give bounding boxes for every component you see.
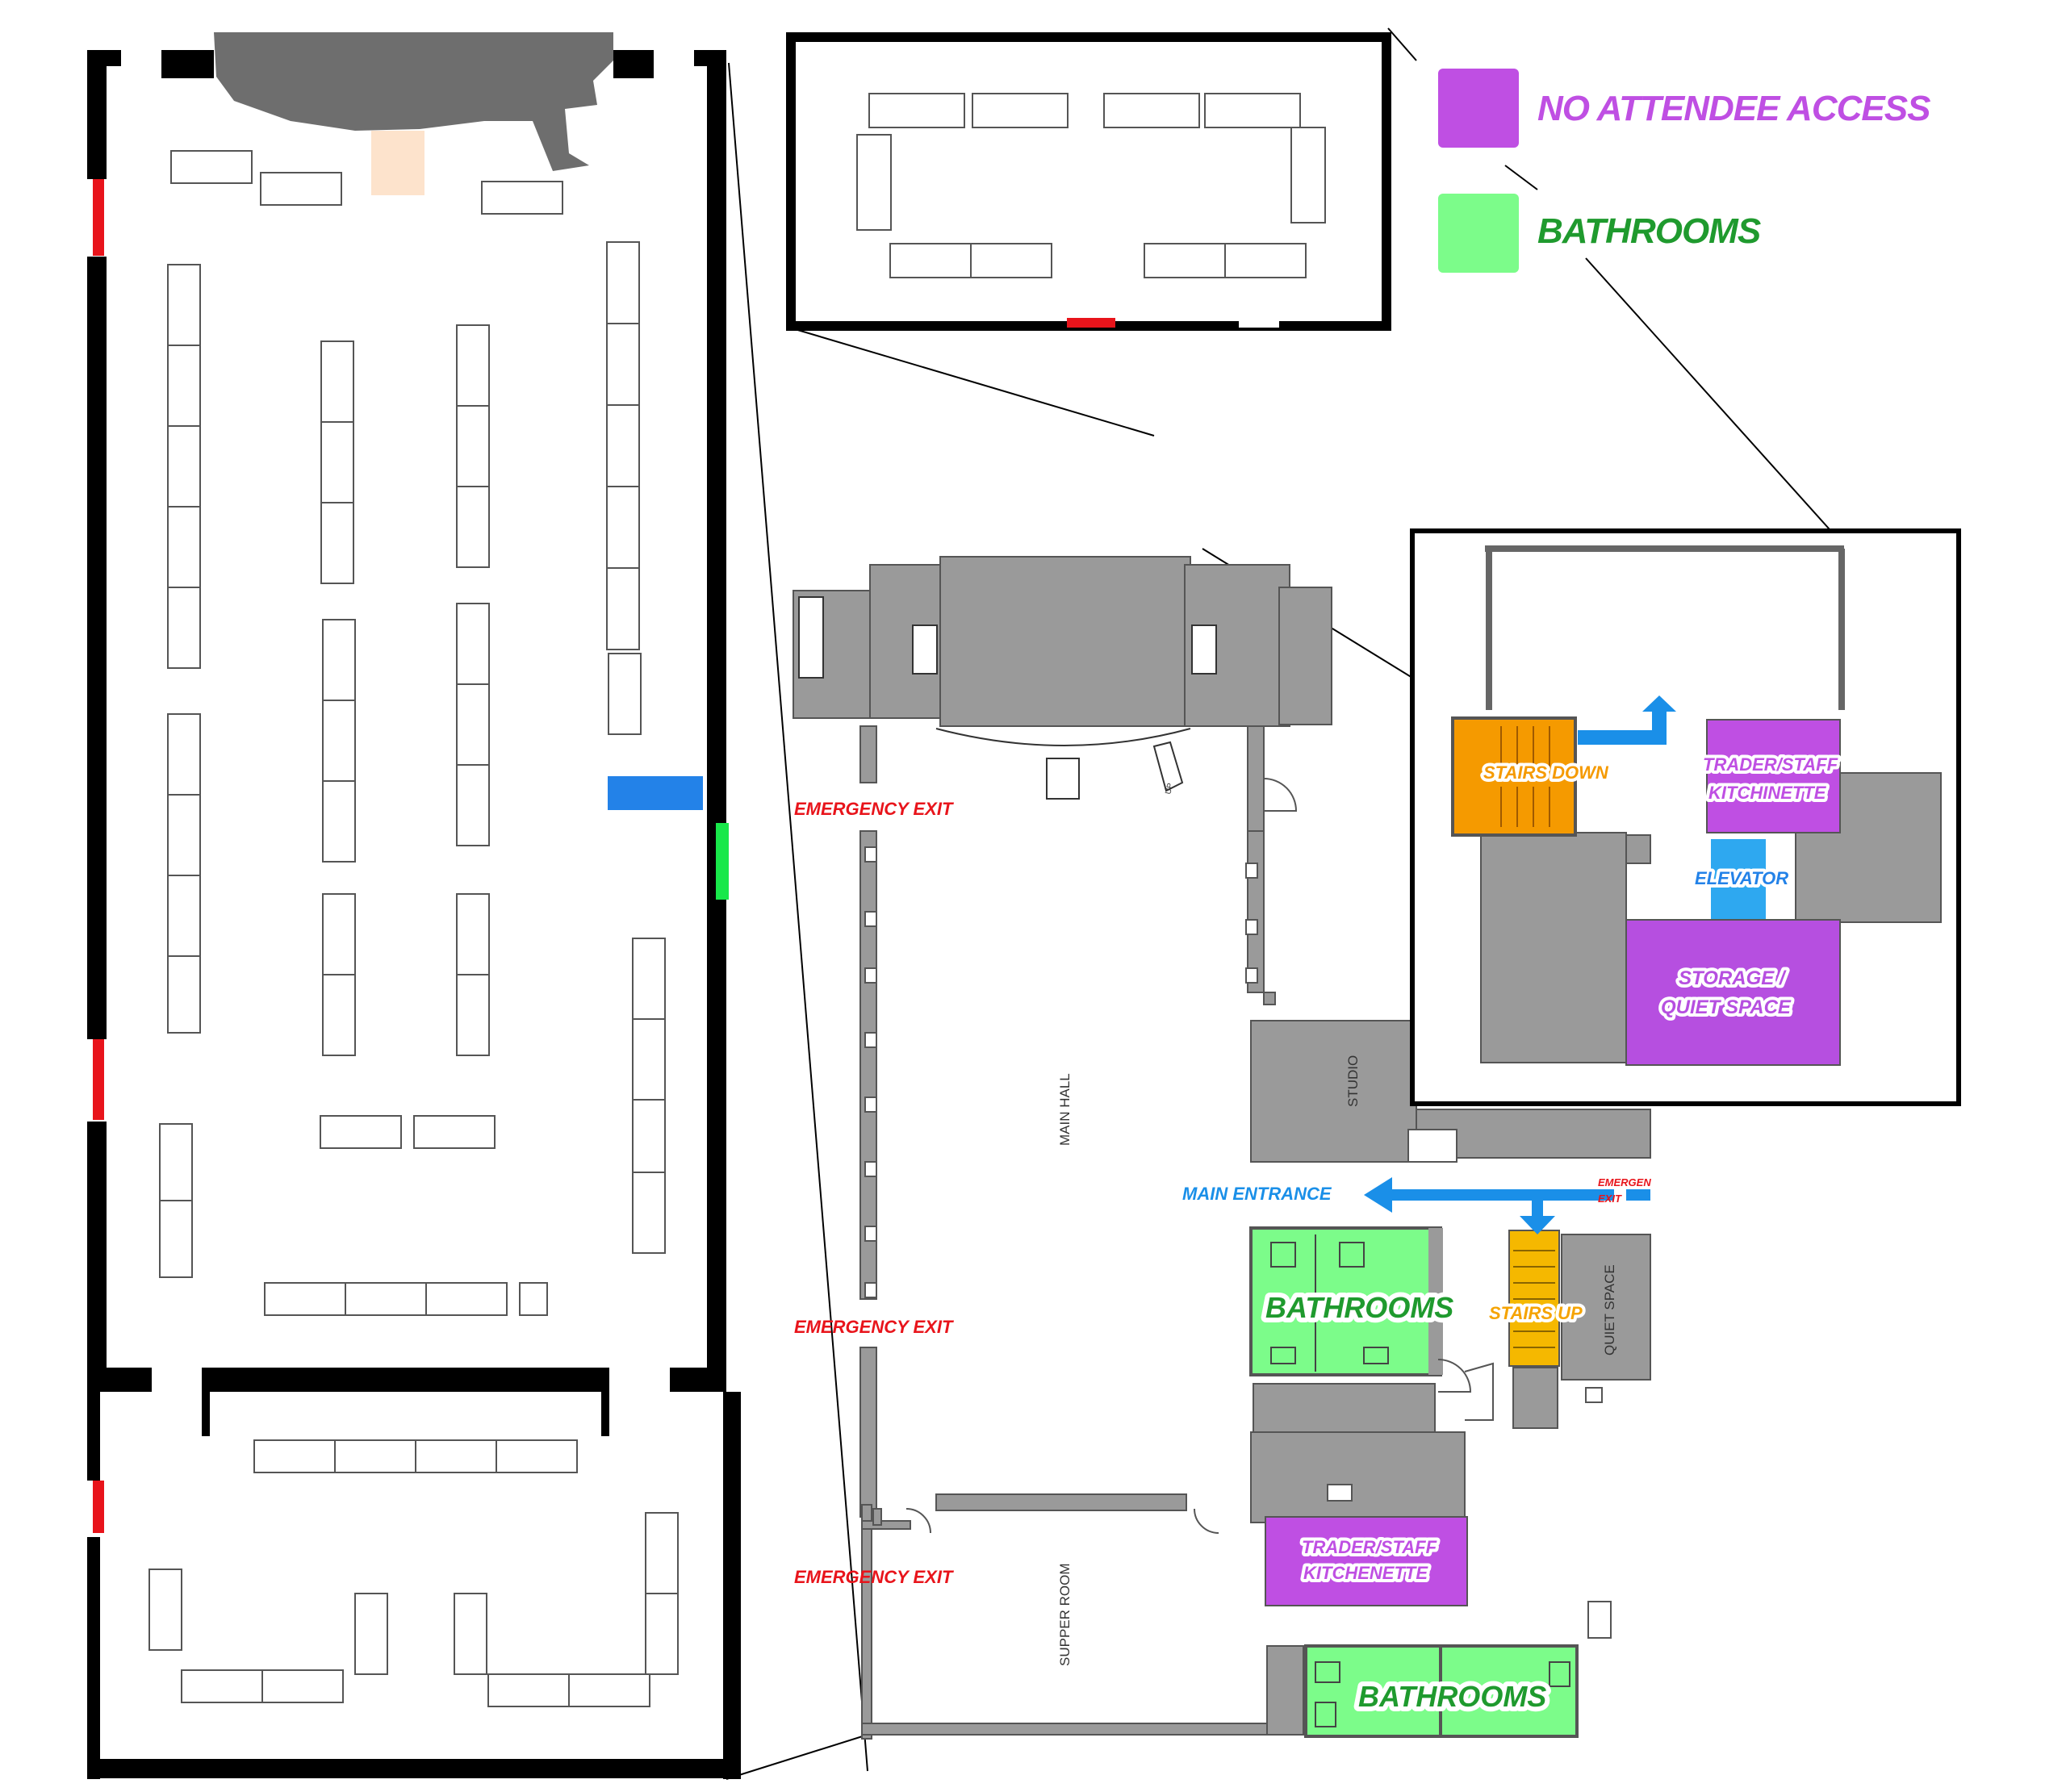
stage-step bbox=[371, 131, 424, 195]
bathrooms-lower bbox=[1266, 1644, 1579, 1738]
annotation-labels: EMERGENCY EXIT EMERGENCY EXIT EMERGENCY … bbox=[794, 751, 1842, 1718]
inset-kitchenette-label-2: KITCHINETTE bbox=[1708, 783, 1827, 803]
emergency-exit-label-top: EMERGENCY EXIT bbox=[794, 799, 954, 819]
building-plan bbox=[793, 556, 1651, 1740]
room-labels: MAIN HALL SUPPER ROOM STUDIO QUIET SPACE… bbox=[1057, 782, 1617, 1666]
legend-no-access-label: NO ATTENDEE ACCESS bbox=[1537, 89, 1930, 128]
inset-stairs-down bbox=[1451, 716, 1577, 837]
inset-storage bbox=[1625, 919, 1841, 1066]
legend-bathrooms-swatch bbox=[1438, 194, 1519, 273]
emergency-exit-label-east-2: EXIT bbox=[1598, 1193, 1622, 1205]
inset-stairs-down-label: STAIRS DOWN bbox=[1483, 762, 1609, 783]
studio-label: STUDIO bbox=[1345, 1055, 1361, 1107]
stairs-up bbox=[1508, 1230, 1560, 1367]
arrow-up-icon bbox=[1578, 695, 1676, 745]
studio-room bbox=[1250, 1020, 1417, 1163]
emergency-exit-label-east-1: EMERGEN bbox=[1598, 1176, 1651, 1188]
exit-markers bbox=[93, 179, 729, 1533]
walls bbox=[87, 50, 741, 1779]
inset-elevator-label: ELEVATOR bbox=[1695, 868, 1788, 888]
emergency-exit-label-bottom: EMERGENCY EXIT bbox=[794, 1567, 954, 1587]
up-label: UP bbox=[1164, 782, 1175, 796]
connector-lines bbox=[726, 27, 1837, 1780]
stage bbox=[214, 32, 613, 171]
main-hall-walls bbox=[859, 725, 1339, 1740]
emergency-exit-label-middle: EMERGENCY EXIT bbox=[794, 1317, 954, 1337]
main-hall-label: MAIN HALL bbox=[1057, 1073, 1073, 1146]
legend-no-access-swatch bbox=[1438, 69, 1519, 148]
inset-upper-level bbox=[1410, 528, 1961, 1106]
detail-main-hall-layout bbox=[87, 32, 741, 1779]
supper-room-label: SUPPER ROOM bbox=[1057, 1563, 1073, 1666]
trader-tables bbox=[148, 150, 679, 1707]
quiet-space-room bbox=[1561, 1234, 1651, 1381]
inset-storage-label-2: QUIET SPACE bbox=[1661, 996, 1792, 1018]
arrow-left-icon bbox=[1364, 1177, 1614, 1213]
kitchenette-room bbox=[1265, 1516, 1468, 1606]
kitchenette-label-2: KITCHENETTE bbox=[1303, 1563, 1428, 1583]
quiet-space-label: QUIET SPACE bbox=[1602, 1264, 1617, 1355]
arrow-down-icon bbox=[1520, 1195, 1555, 1234]
inset-elevator bbox=[1711, 839, 1766, 924]
north-wing bbox=[793, 556, 1332, 727]
bathrooms-lower-label: BATHROOMS bbox=[1358, 1680, 1546, 1713]
main-entrance-label: MAIN ENTRANCE bbox=[1182, 1184, 1332, 1204]
bathrooms-upper bbox=[1249, 1226, 1443, 1376]
inset-kitchinette bbox=[1706, 719, 1841, 833]
legend bbox=[1438, 69, 1519, 273]
inset-storage-label-1: STORAGE / bbox=[1679, 967, 1787, 989]
kitchenette-label-1: TRADER/STAFF bbox=[1302, 1537, 1437, 1557]
detail-supper-room-layout bbox=[786, 32, 1391, 331]
inset-kitchenette-label-1: TRADER/STAFF bbox=[1703, 754, 1838, 775]
stairs-up-label: STAIRS UP bbox=[1489, 1303, 1583, 1323]
bathrooms-upper-label: BATHROOMS bbox=[1265, 1291, 1453, 1324]
legend-bathrooms-label: BATHROOMS bbox=[1537, 211, 1761, 251]
